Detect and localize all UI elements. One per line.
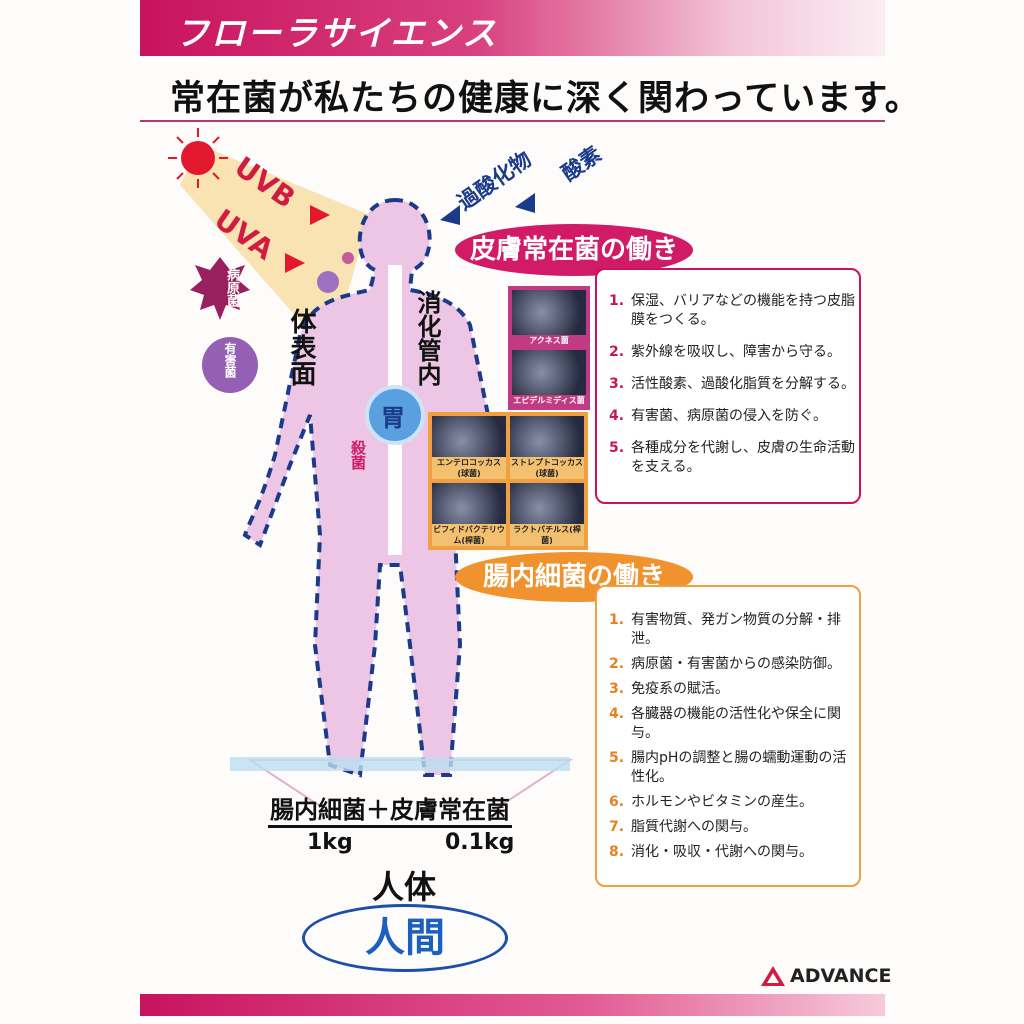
gut-weight: 1kg <box>307 830 353 855</box>
harmful-label: 有害菌 <box>223 342 237 378</box>
headline: 常在菌が私たちの健康に深く関わっています。 <box>170 79 921 119</box>
gut-functions-box: 1.有害物質、発ガン物質の分解・排泄。 2.病原菌・有害菌からの感染防御。 3.… <box>595 585 861 887</box>
skin-section-title: 皮膚常在菌の働き <box>455 224 693 276</box>
arrow-icon <box>285 253 305 273</box>
stomach-label: 胃 <box>381 404 405 432</box>
list-item: 8.消化・吸収・代謝への関与。 <box>609 844 813 860</box>
gut-bacteria-photos: エンテロコッカス(球菌) ストレプトコッカス(球菌) ビフィドバクテリウム(桿菌… <box>428 412 588 550</box>
bacteria-sum: 腸内細菌＋皮膚常在菌 <box>268 790 512 828</box>
bacteria-photo: ラクトバチルス(桿菌) <box>510 483 584 546</box>
bacteria-photo: ストレプトコッカス(球菌) <box>510 416 584 479</box>
list-item: 2.病原菌・有害菌からの感染防御。 <box>609 656 841 672</box>
arrow-icon <box>515 193 535 213</box>
skin-bacteria-photos: アクネス菌 エピデルミディス菌 <box>508 286 590 410</box>
sun-icon <box>168 128 228 188</box>
ground-band <box>230 757 570 771</box>
list-item: 3.免疫系の賦活。 <box>609 681 729 697</box>
body-diagram <box>168 128 574 805</box>
advance-logo-icon <box>761 966 785 986</box>
list-item: 1.保湿、バリアなどの機能を持つ皮脂膜をつくる。 <box>609 293 855 328</box>
list-item: 5.各種成分を代謝し、皮膚の生命活動を支える。 <box>609 440 855 475</box>
bacteria-photo: エピデルミディス菌 <box>512 350 586 406</box>
body-silhouette <box>242 197 518 778</box>
skin-weight: 0.1kg <box>445 830 515 855</box>
sterilization-label: 殺菌 <box>349 440 367 470</box>
digestive-tract-label: 消化管内 <box>413 290 441 386</box>
list-item: 7.脂質代謝への関与。 <box>609 819 757 835</box>
arrow-icon <box>440 205 460 225</box>
list-item: 6.ホルモンやビタミンの産生。 <box>609 794 813 810</box>
divider <box>140 120 885 122</box>
bacteria-photo: アクネス菌 <box>512 290 586 346</box>
list-item: 3.活性酸素、過酸化脂質を分解する。 <box>609 376 855 392</box>
stomach-icon <box>365 385 425 445</box>
brand-name: ADVANCE <box>790 965 892 987</box>
bacteria-photo: エンテロコッカス(球菌) <box>432 416 506 479</box>
banner-title: フローラサイエンス <box>175 14 498 54</box>
bottom-bar <box>140 994 885 1016</box>
harmful-bacteria-badge <box>202 337 258 393</box>
list-item: 1.有害物質、発ガン物質の分解・排泄。 <box>609 612 841 647</box>
list-item: 2.紫外線を吸収し、障害から守る。 <box>609 344 841 360</box>
pathogen-burst <box>190 257 250 320</box>
skin-functions-box: 1.保湿、バリアなどの機能を持つ皮脂膜をつくる。 2.紫外線を吸収し、障害から守… <box>595 268 861 504</box>
title-banner <box>140 0 885 56</box>
bacteria-photo: ビフィドバクテリウム(桿菌) <box>432 483 506 546</box>
body-surface-label: 体表面 <box>286 308 316 386</box>
pathogen-label: 病原菌 <box>224 268 239 307</box>
uv-beam <box>180 145 370 355</box>
brand-logo: ADVANCE <box>760 965 891 987</box>
human-body-label: 人体 <box>372 868 437 906</box>
arrow-icon <box>310 205 330 225</box>
human-label: 人間 <box>302 904 508 972</box>
list-item: 4.有害菌、病原菌の侵入を防ぐ。 <box>609 408 827 424</box>
list-item: 5.腸内pHの調整と腸の蠕動運動の活性化。 <box>609 750 847 785</box>
list-item: 4.各臓器の機能の活性化や保全に関与。 <box>609 706 841 741</box>
